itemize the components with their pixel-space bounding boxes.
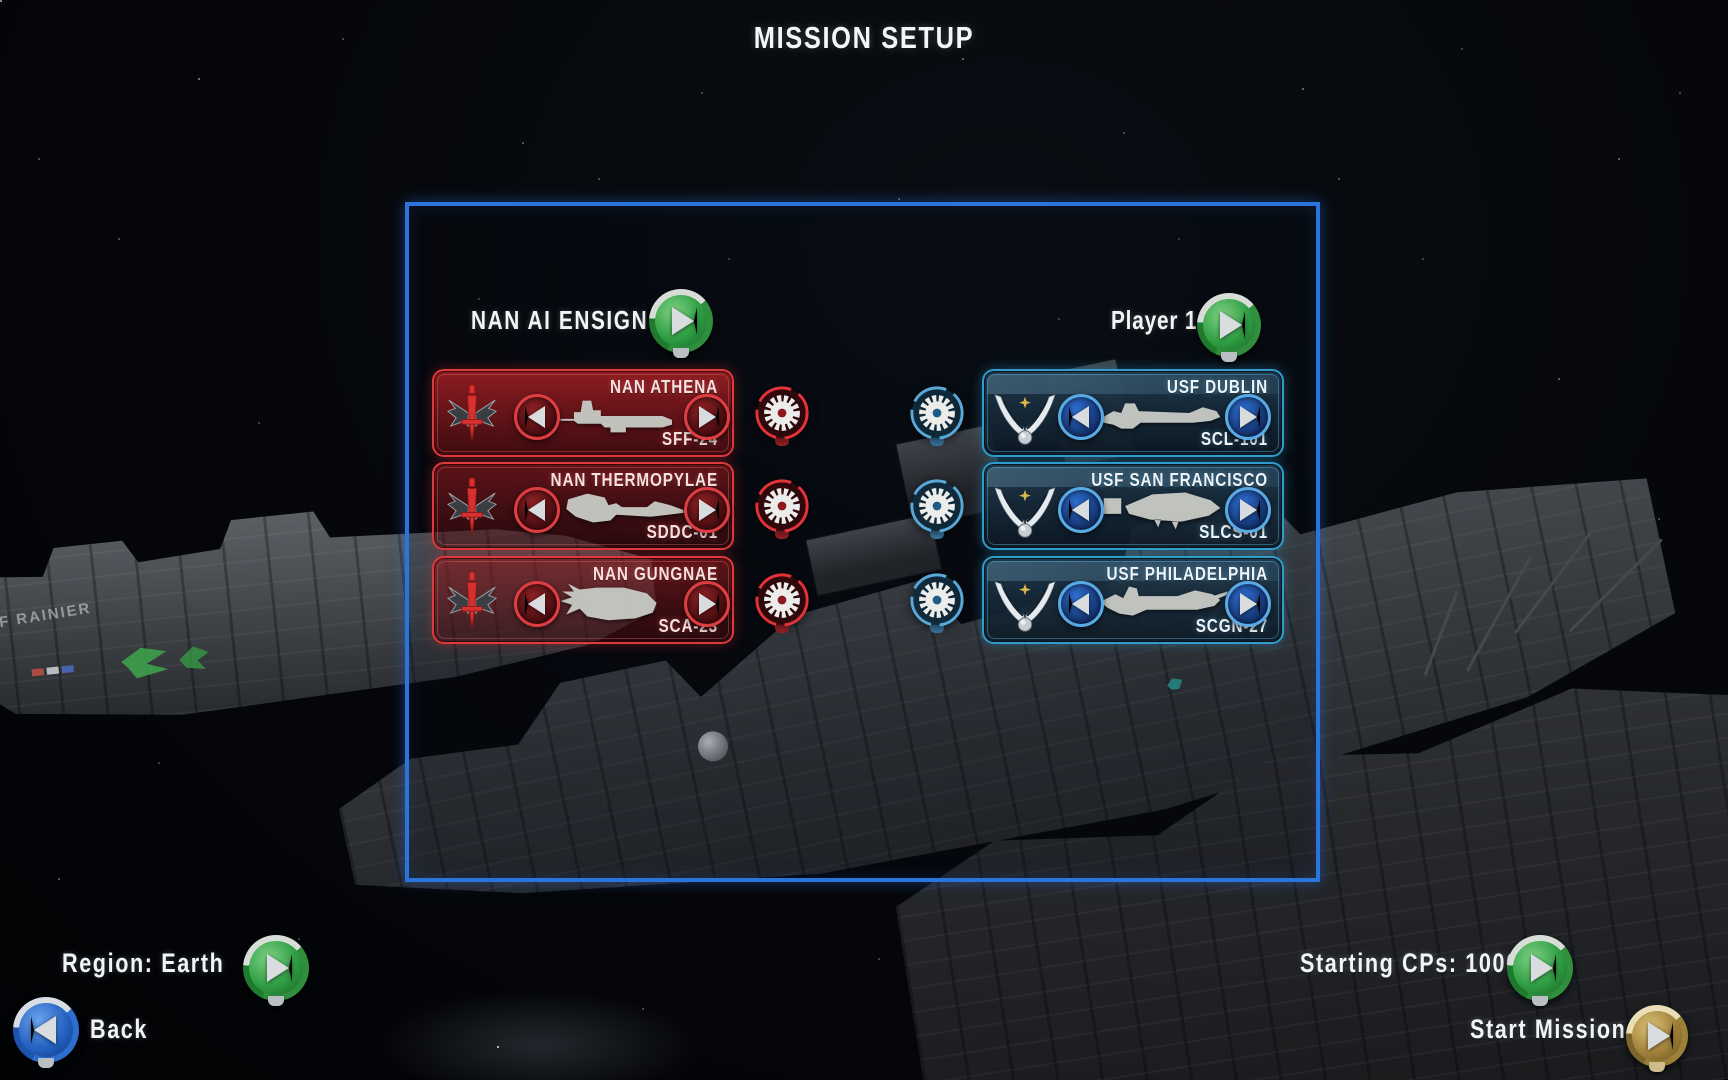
next-ship-button[interactable] — [684, 394, 730, 440]
next-ship-button[interactable] — [1225, 581, 1271, 627]
next-ship-button[interactable] — [1225, 487, 1271, 533]
ship-silhouette — [1103, 492, 1221, 530]
prev-ship-button[interactable] — [1058, 581, 1104, 627]
winged-victory-emblem-icon — [994, 581, 1056, 632]
gear-icon — [755, 479, 809, 533]
ship-silhouette — [560, 583, 657, 621]
prev-ship-button[interactable] — [1058, 487, 1104, 533]
blue-ship-1-loadout-button[interactable] — [908, 384, 966, 442]
right-arrow-icon — [1240, 499, 1260, 521]
red-ship-3-loadout-button[interactable] — [753, 571, 811, 629]
winged-victory-emblem-icon — [994, 487, 1056, 538]
gear-icon — [910, 386, 964, 440]
play-icon — [649, 289, 713, 353]
mission-setup-panel: NAN AI ENSIGN Player 1 — [405, 202, 1320, 882]
gear-icon — [755, 386, 809, 440]
ship-name: NAN ATHENA — [610, 377, 718, 397]
red-ship-2-loadout-button[interactable] — [753, 477, 811, 535]
red-team-name: NAN AI ENSIGN — [471, 305, 649, 335]
back-button[interactable] — [13, 997, 79, 1063]
winged-sword-emblem-icon — [446, 384, 498, 441]
right-arrow-icon — [1240, 593, 1260, 615]
ship-card-red-1: NAN ATHENA SFF-24 — [432, 369, 734, 457]
play-icon — [1507, 935, 1573, 1001]
left-arrow-icon — [1069, 406, 1089, 428]
right-arrow-icon — [699, 593, 719, 615]
next-ship-button[interactable] — [684, 487, 730, 533]
ship-silhouette — [1099, 403, 1221, 429]
ship-name: NAN GUNGNAE — [593, 564, 718, 584]
red-ship-1-loadout-button[interactable] — [753, 384, 811, 442]
gear-icon — [910, 479, 964, 533]
gear-icon — [755, 573, 809, 627]
ship-name: USF SAN FRANCISCO — [1091, 470, 1268, 490]
gear-icon — [910, 573, 964, 627]
left-arrow-icon — [525, 593, 545, 615]
ship-silhouette — [1099, 586, 1229, 616]
start-mission-label: Start Mission — [1470, 1014, 1627, 1044]
engine-glow — [380, 990, 700, 1080]
back-arrow-icon — [13, 997, 79, 1063]
region-cycle-button[interactable] — [243, 935, 309, 1001]
left-arrow-icon — [1069, 593, 1089, 615]
left-arrow-icon — [1069, 499, 1089, 521]
region-label: Region: Earth — [62, 948, 225, 978]
blue-team-name: Player 1 — [1111, 305, 1198, 335]
ship-name: USF DUBLIN — [1166, 377, 1268, 397]
winged-sword-emblem-icon — [446, 477, 498, 534]
left-arrow-icon — [525, 406, 545, 428]
red-team-cycle-button[interactable] — [649, 289, 713, 353]
winged-victory-emblem-icon — [994, 394, 1056, 445]
play-icon — [1626, 1005, 1688, 1067]
blue-ship-3-loadout-button[interactable] — [908, 571, 966, 629]
blue-team-cycle-button[interactable] — [1197, 293, 1261, 357]
starting-cps-label: Starting CPs: 1000 — [1300, 948, 1520, 978]
play-icon — [1197, 293, 1261, 357]
start-mission-button[interactable] — [1626, 1005, 1688, 1067]
stars — [0, 0, 2, 2]
next-ship-button[interactable] — [1225, 394, 1271, 440]
page-title: MISSION SETUP — [753, 20, 975, 55]
starting-cps-cycle-button[interactable] — [1507, 935, 1573, 1001]
next-ship-button[interactable] — [684, 581, 730, 627]
ship-card-blue-3: USF PHILADELPHIA SCGN-27 — [982, 556, 1284, 644]
play-icon — [243, 935, 309, 1001]
right-arrow-icon — [699, 499, 719, 521]
blue-ship-2-loadout-button[interactable] — [908, 477, 966, 535]
winged-sword-emblem-icon — [446, 571, 498, 628]
ship-silhouette — [566, 493, 684, 523]
left-arrow-icon — [525, 499, 545, 521]
prev-ship-button[interactable] — [514, 487, 560, 533]
ship-card-blue-2: USF SAN FRANCISCO SLCS-01 — [982, 462, 1284, 550]
ship-name: NAN THERMOPYLAE — [550, 470, 718, 490]
back-label: Back — [90, 1014, 149, 1044]
prev-ship-button[interactable] — [514, 581, 560, 627]
ship-name: USF PHILADELPHIA — [1106, 564, 1268, 584]
ship-card-blue-1: USF DUBLIN SCL-101 — [982, 369, 1284, 457]
right-arrow-icon — [699, 406, 719, 428]
prev-ship-button[interactable] — [1058, 394, 1104, 440]
ship-card-red-2: NAN THERMOPYLAE SDDC-01 — [432, 462, 734, 550]
right-arrow-icon — [1240, 406, 1260, 428]
ship-silhouette — [560, 400, 672, 433]
prev-ship-button[interactable] — [514, 394, 560, 440]
ship-card-red-3: NAN GUNGNAE SCA-23 — [432, 556, 734, 644]
